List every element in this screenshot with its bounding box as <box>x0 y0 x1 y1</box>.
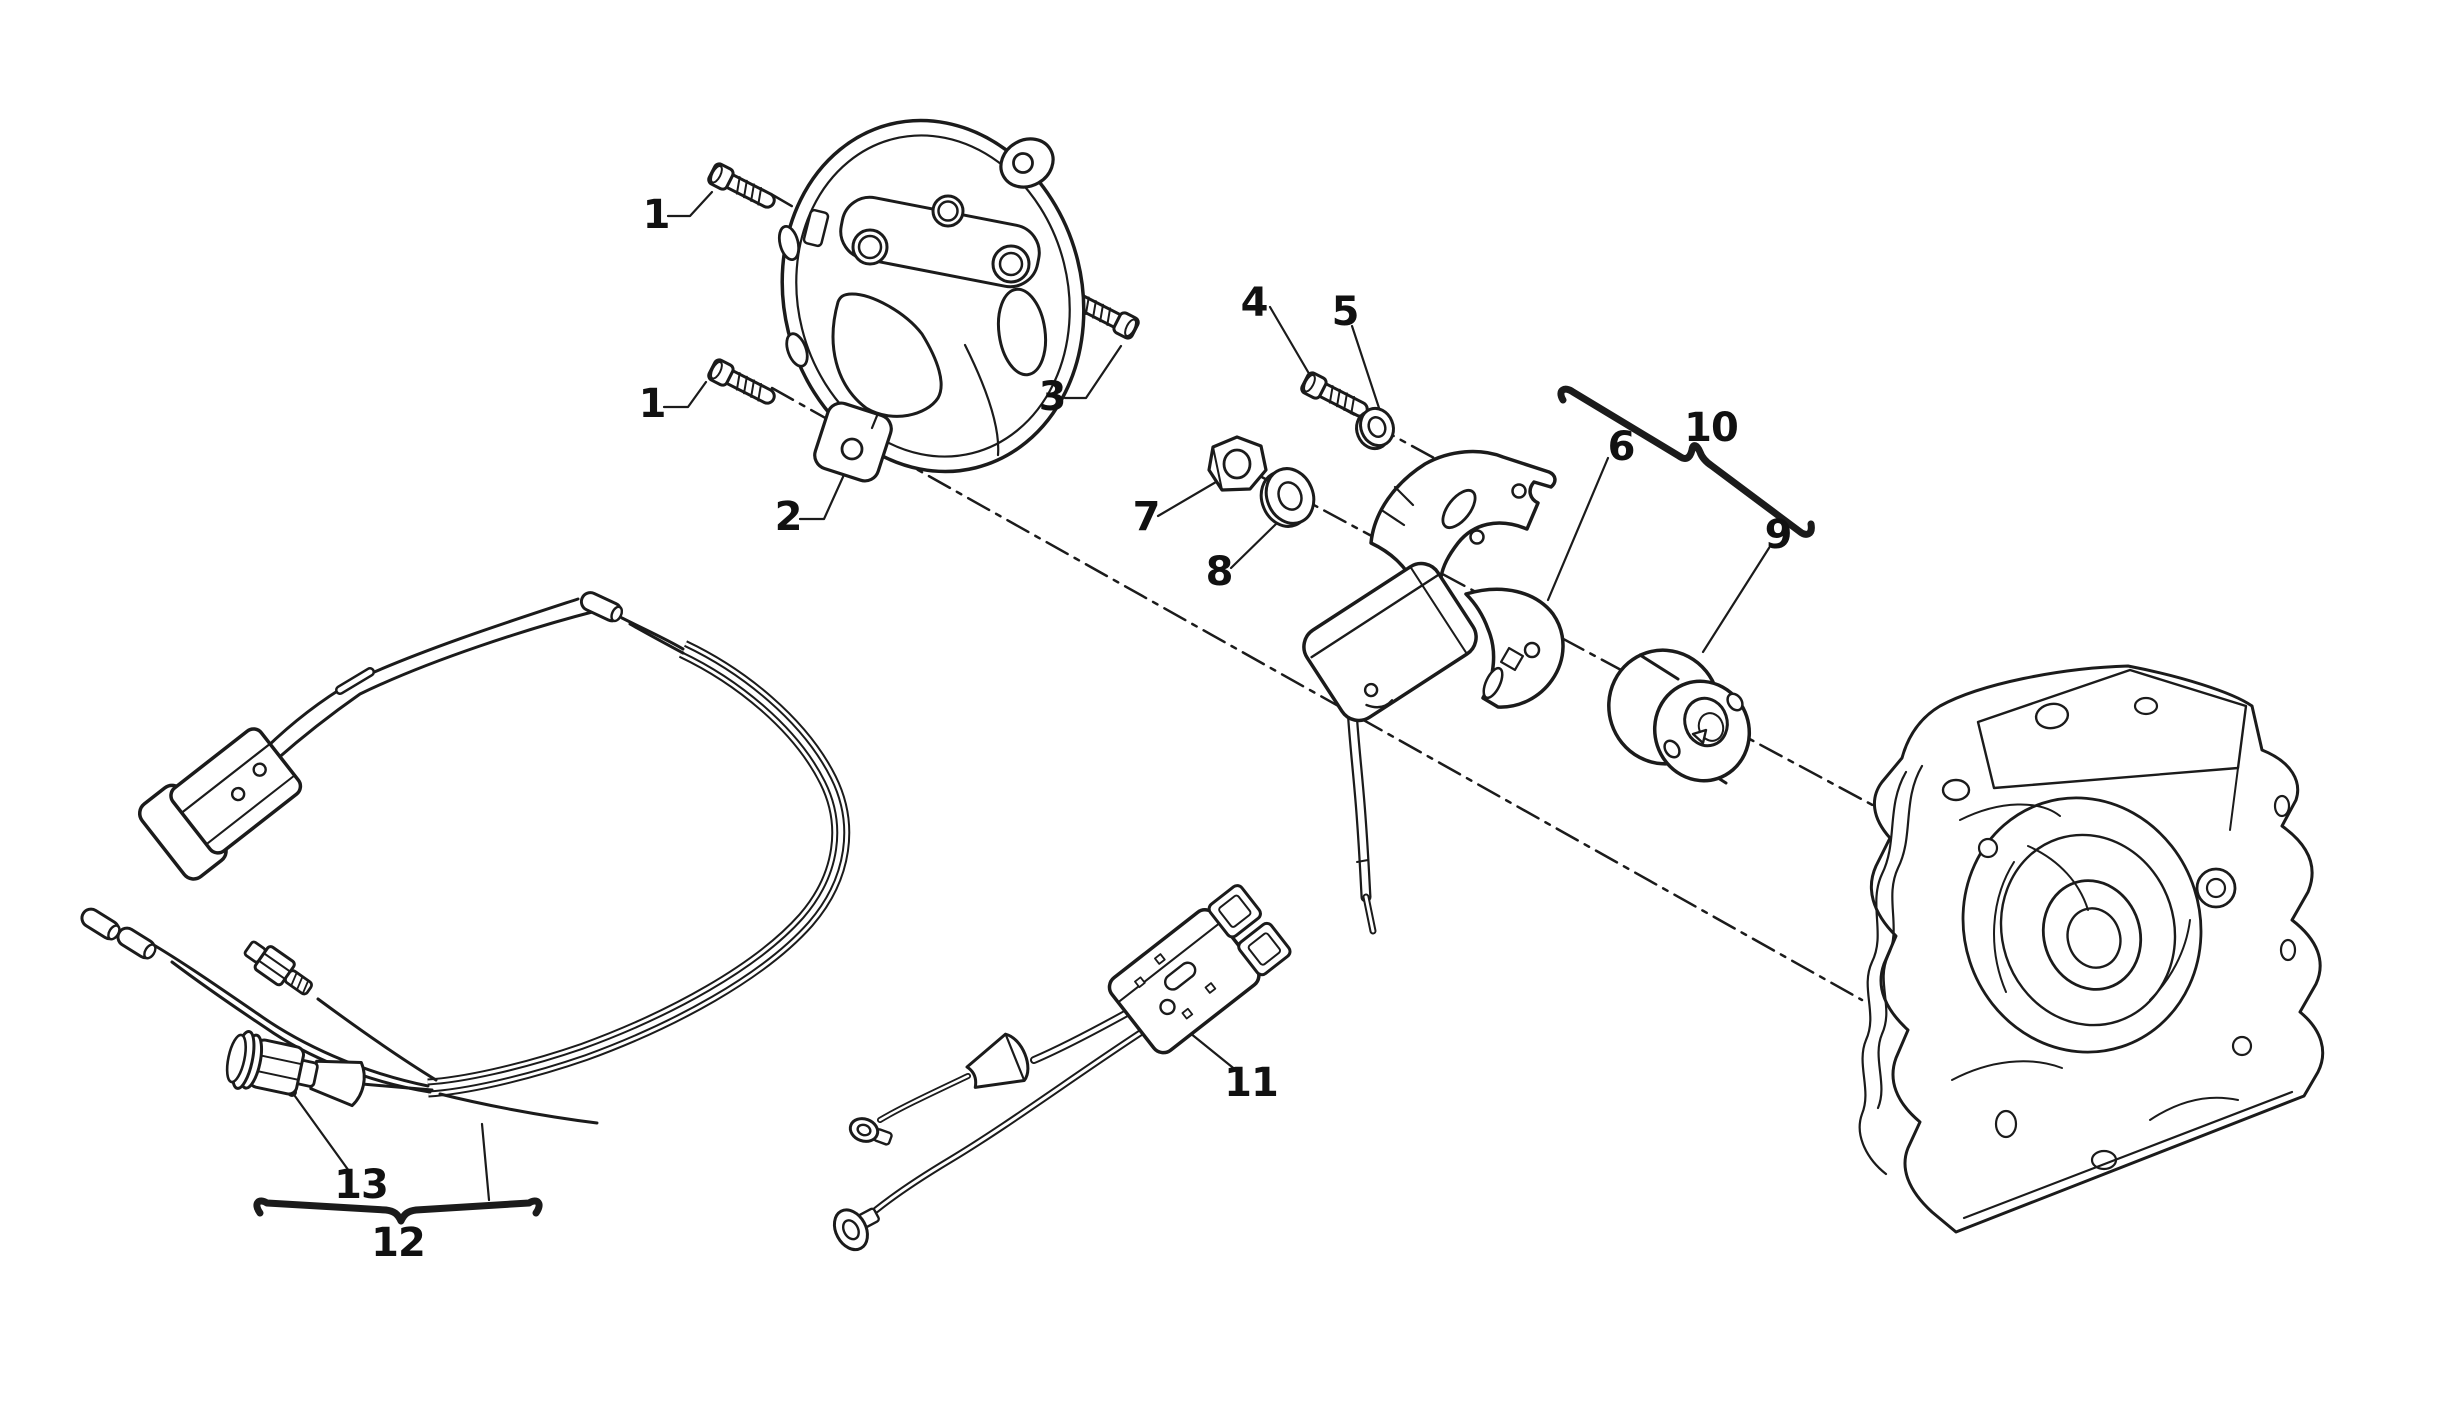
nut <box>1207 435 1268 492</box>
callout-3: 3 <box>1038 374 1067 420</box>
harness-upper-wires <box>264 597 685 762</box>
callout-2: 2 <box>774 494 803 540</box>
callout-11: 11 <box>1224 1060 1279 1106</box>
bullet-terminal-1 <box>80 907 121 941</box>
ignition-cover <box>777 118 1086 483</box>
cover-screw-lower <box>705 356 780 411</box>
callout-8: 8 <box>1205 549 1234 595</box>
callout-leader-lines <box>287 190 1771 1202</box>
cover-screw-upper <box>705 160 780 215</box>
cable-connector-block <box>1107 884 1292 1055</box>
harness-connector-block <box>137 727 303 881</box>
callout-9: 9 <box>1764 512 1793 558</box>
callout-5: 5 <box>1331 289 1360 335</box>
brace-group-10 <box>1557 385 1815 538</box>
bullet-connector-top <box>579 591 624 623</box>
stator-assembly <box>1302 449 1565 935</box>
wiring-harness <box>80 591 851 1125</box>
callout-1-lower: 1 <box>638 381 667 427</box>
callout-4: 4 <box>1240 280 1269 326</box>
callout-6: 6 <box>1607 424 1636 470</box>
callout-12: 12 <box>371 1220 426 1266</box>
washer-large <box>1259 467 1316 528</box>
callout-13: 13 <box>334 1162 389 1208</box>
bullet-terminal-2 <box>116 926 157 960</box>
brace-group-12 <box>253 1197 543 1225</box>
pilot-lamp <box>225 1030 366 1108</box>
callout-1-upper: 1 <box>642 192 671 238</box>
rotor-hub <box>1607 648 1752 785</box>
ring-terminal-small <box>848 1117 893 1146</box>
group-braces <box>253 385 1815 1225</box>
harness-branch-wires <box>140 936 599 1125</box>
cable-boot <box>965 1032 1030 1089</box>
crankcase-half <box>1858 664 2325 1234</box>
harness-sensor <box>243 940 313 996</box>
washer-small <box>1355 406 1395 451</box>
callout-10: 10 <box>1684 405 1739 451</box>
connector-cable <box>832 884 1292 1252</box>
callout-7: 7 <box>1132 494 1161 540</box>
ring-terminal-large <box>832 1207 880 1252</box>
harness-loop <box>427 640 851 1098</box>
